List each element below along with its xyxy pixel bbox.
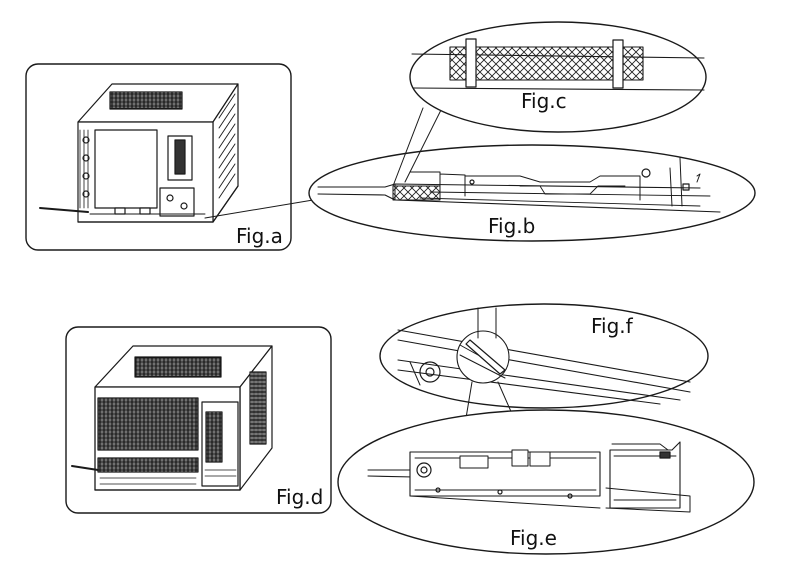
fig-d-label: Fig.d bbox=[276, 485, 324, 509]
fig-b-label: Fig.b bbox=[488, 214, 536, 238]
fig-c-label: Fig.c bbox=[521, 89, 567, 113]
fig-b-to-fig-c-callout-line-2 bbox=[392, 107, 424, 187]
fig-f-label: Fig.f bbox=[591, 314, 633, 338]
fig-e-callout bbox=[337, 409, 755, 555]
fig-c-callout bbox=[409, 21, 707, 133]
fig-b-to-fig-c-callout-line-1 bbox=[404, 103, 445, 183]
fig-d-panel bbox=[65, 326, 332, 514]
fig-a-label: Fig.a bbox=[236, 224, 283, 248]
fig-a-panel bbox=[25, 63, 292, 251]
fig-a-unit-rear bbox=[39, 83, 239, 223]
fig-b-callout bbox=[308, 144, 756, 242]
fig-a-to-fig-b-callout-line bbox=[204, 197, 326, 219]
fig-e-label: Fig.e bbox=[510, 526, 557, 550]
fig-f-callout bbox=[379, 303, 709, 409]
fig-d-unit-front bbox=[71, 345, 273, 491]
